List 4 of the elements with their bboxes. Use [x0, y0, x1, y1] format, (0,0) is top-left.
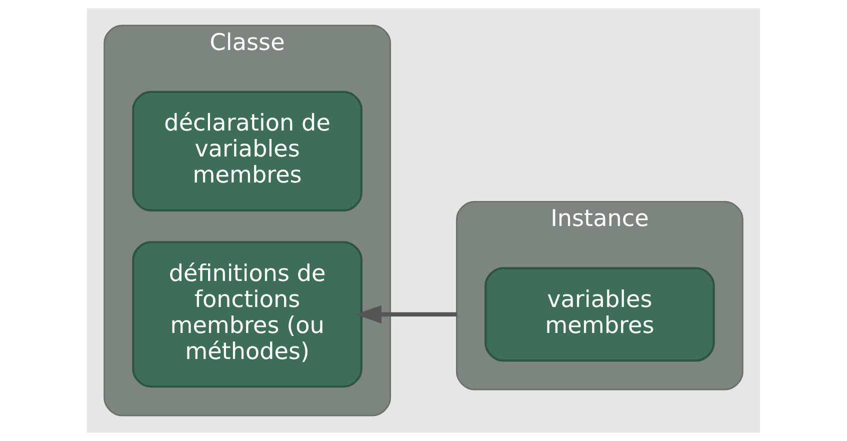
node-box: déclaration de variables membres	[132, 90, 362, 212]
node-box: variables membres	[484, 267, 715, 362]
arrow	[355, 305, 457, 324]
node-box: définitions de fonctions membres (ou méthodes)	[132, 241, 362, 388]
